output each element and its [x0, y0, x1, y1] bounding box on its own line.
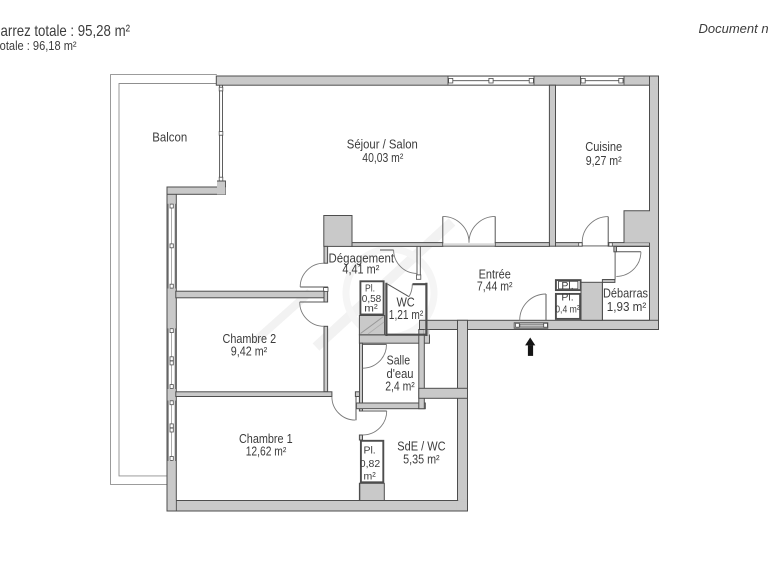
svg-text:m²: m² [364, 303, 378, 315]
svg-text:Dégagement: Dégagement [329, 250, 395, 265]
svg-text:5,35 m²: 5,35 m² [403, 451, 440, 466]
svg-text:9,42 m²: 9,42 m² [231, 344, 268, 359]
svg-text:SdE / WC: SdE / WC [397, 439, 445, 454]
svg-text:1,21 m²: 1,21 m² [389, 307, 424, 322]
svg-text:Débarras: Débarras [603, 286, 648, 301]
svg-text:d'eau: d'eau [387, 366, 414, 381]
svg-text:2,4 m²: 2,4 m² [385, 378, 415, 393]
svg-text:Pl.: Pl. [363, 445, 375, 457]
svg-text:12,62 m²: 12,62 m² [246, 444, 287, 459]
svg-text:Séjour / Salon: Séjour / Salon [347, 137, 418, 152]
svg-text:4,41 m²: 4,41 m² [342, 262, 380, 277]
svg-text:m²: m² [363, 471, 376, 483]
svg-text:WC: WC [396, 295, 414, 310]
svg-text:Pl.: Pl. [561, 280, 573, 292]
svg-text:0,82: 0,82 [360, 458, 381, 470]
svg-text:0,4 m²: 0,4 m² [555, 303, 580, 315]
svg-text:Chambre 1: Chambre 1 [239, 431, 293, 446]
svg-text:totale : 96,18 m²: totale : 96,18 m² [0, 38, 77, 53]
svg-text:Entrée: Entrée [479, 266, 511, 281]
svg-text:Pl.: Pl. [365, 283, 375, 295]
svg-text:0,58: 0,58 [362, 293, 382, 305]
svg-text:Carrez totale : 95,28 m²: Carrez totale : 95,28 m² [0, 23, 131, 40]
svg-text:Document non contractuel: Document non contractuel [699, 21, 768, 36]
svg-text:Chambre 2: Chambre 2 [223, 331, 277, 346]
svg-text:Salle: Salle [387, 352, 411, 367]
svg-text:Balcon: Balcon [152, 129, 187, 144]
svg-text:1,93 m²: 1,93 m² [607, 299, 647, 314]
svg-text:9,27 m²: 9,27 m² [586, 153, 623, 168]
svg-text:40,03 m²: 40,03 m² [362, 150, 404, 165]
svg-text:Cuisine: Cuisine [585, 139, 622, 154]
svg-text:7,44 m²: 7,44 m² [477, 278, 513, 293]
svg-text:Pl.: Pl. [561, 292, 573, 304]
